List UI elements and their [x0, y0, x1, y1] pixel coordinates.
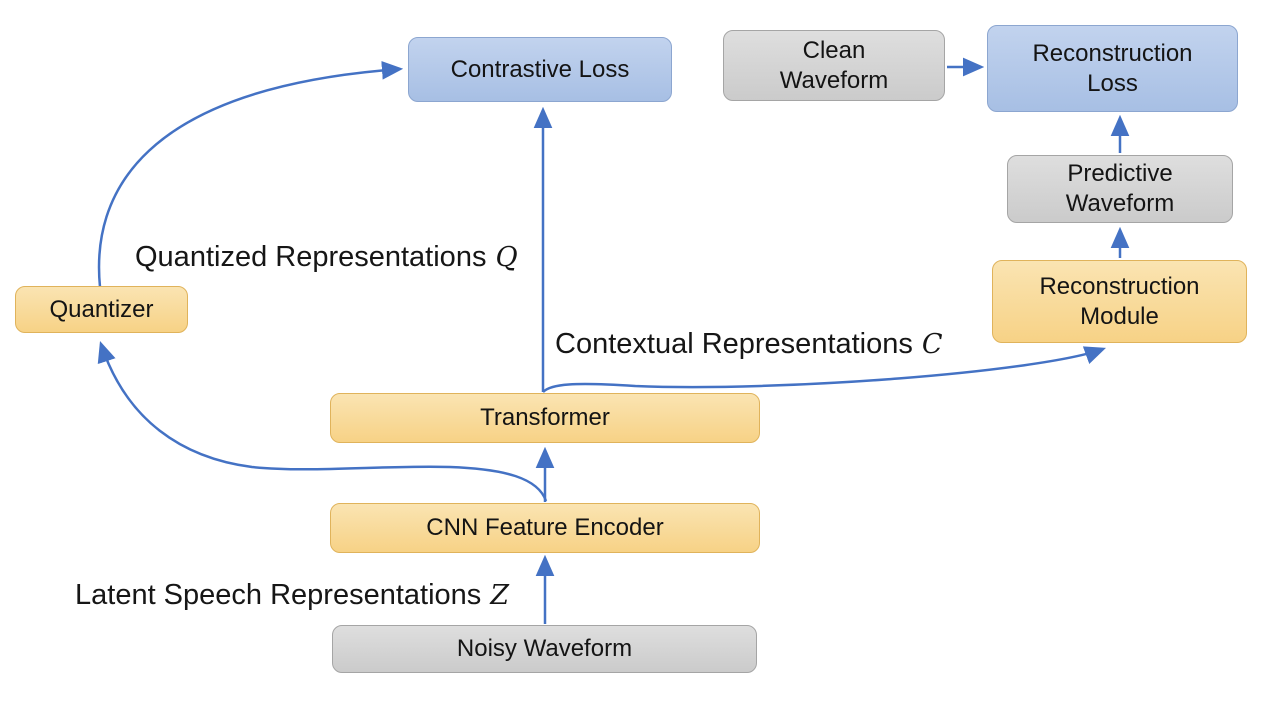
node-label: Noisy Waveform: [456, 635, 633, 662]
node-reconstruction-module: Reconstruction Module: [992, 260, 1247, 343]
node-label: CNN Feature Encoder: [426, 514, 664, 541]
node-predictive-waveform: Predictive Waveform: [1007, 155, 1233, 223]
edge-transformer-to-reconstruction-module-arrow: [542, 346, 1106, 393]
annotation-math-symbol: C: [921, 329, 943, 360]
node-label: Reconstruction Loss: [1032, 39, 1193, 97]
node-label: Transformer: [480, 404, 610, 431]
node-label: Clean Waveform: [779, 36, 889, 94]
edge-cnn-to-quantizer-arrow: [97, 340, 548, 502]
annotation-text: Quantized Representations: [135, 241, 487, 273]
annotation-quantized-representations: Quantized Representations Q: [135, 240, 518, 275]
node-contrastive-loss: Contrastive Loss: [408, 37, 672, 102]
annotation-math-symbol: Q: [495, 242, 518, 273]
node-label: Reconstruction Module: [1039, 272, 1200, 330]
node-clean-waveform: Clean Waveform: [723, 30, 945, 101]
annotation-math-symbol: Z: [490, 580, 510, 611]
node-label: Contrastive Loss: [450, 55, 630, 83]
node-label: Predictive Waveform: [1065, 160, 1175, 217]
node-noisy-waveform: Noisy Waveform: [332, 625, 757, 673]
node-cnn-feature-encoder: CNN Feature Encoder: [330, 503, 760, 553]
annotation-contextual-representations: Contextual Representations C: [555, 327, 943, 362]
annotation-latent-speech-representations: Latent Speech Representations Z: [75, 578, 509, 613]
node-reconstruction-loss: Reconstruction Loss: [987, 25, 1238, 112]
node-transformer: Transformer: [330, 393, 760, 443]
node-label: Quantizer: [49, 295, 154, 323]
node-quantizer: Quantizer: [15, 286, 188, 333]
edge-quantizer-to-contrastive-loss-arrow: [97, 60, 404, 288]
annotation-text: Latent Speech Representations: [75, 579, 482, 611]
annotation-text: Contextual Representations: [555, 328, 913, 360]
